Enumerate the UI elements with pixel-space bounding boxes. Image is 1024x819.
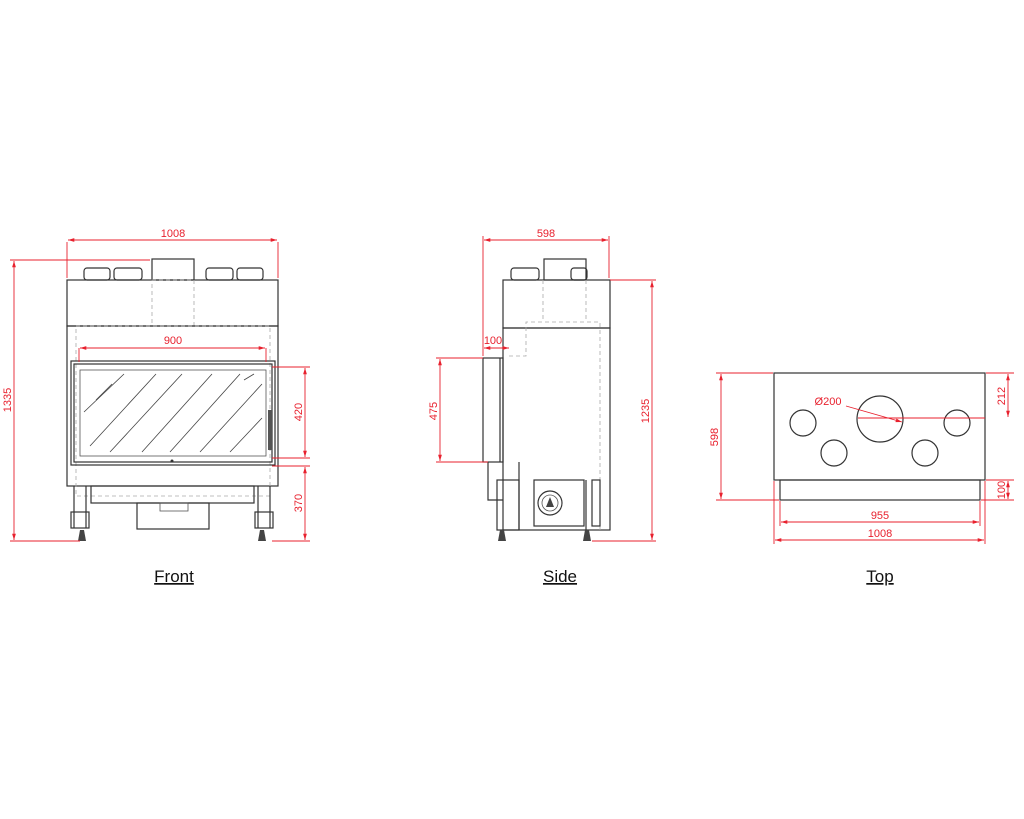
front-width-dim: 1008 [161,228,185,240]
front-glass-width-dim: 900 [164,335,182,347]
front-glass-height-dim: 420 [293,403,305,421]
side-view: 598 100 475 1235 Side [428,228,656,586]
front-base-height-dim: 370 [293,494,305,512]
top-depth-dim: 598 [709,428,721,446]
top-flue-offset-dim: 212 [996,387,1008,405]
top-view: Ø200 598 212 100 955 1008 Top [709,372,1014,586]
top-caption: Top [866,567,893,586]
side-offset-dim: 100 [484,335,502,347]
top-flue-diameter-dim: Ø200 [815,396,842,408]
front-view: 1008 900 1335 420 370 Front [2,228,310,586]
main-flue-circle [856,395,904,443]
front-caption: Front [154,567,194,586]
top-front-depth-dim: 100 [996,481,1008,499]
top-inner-width-dim: 955 [871,510,889,522]
side-height-dim: 1235 [640,399,652,423]
side-door-height-dim: 475 [428,402,440,420]
top-total-width-dim: 1008 [868,528,892,540]
side-depth-dim: 598 [537,228,555,240]
side-caption: Side [543,567,577,586]
glass-hatch [83,373,263,453]
front-height-dim: 1335 [2,388,14,412]
